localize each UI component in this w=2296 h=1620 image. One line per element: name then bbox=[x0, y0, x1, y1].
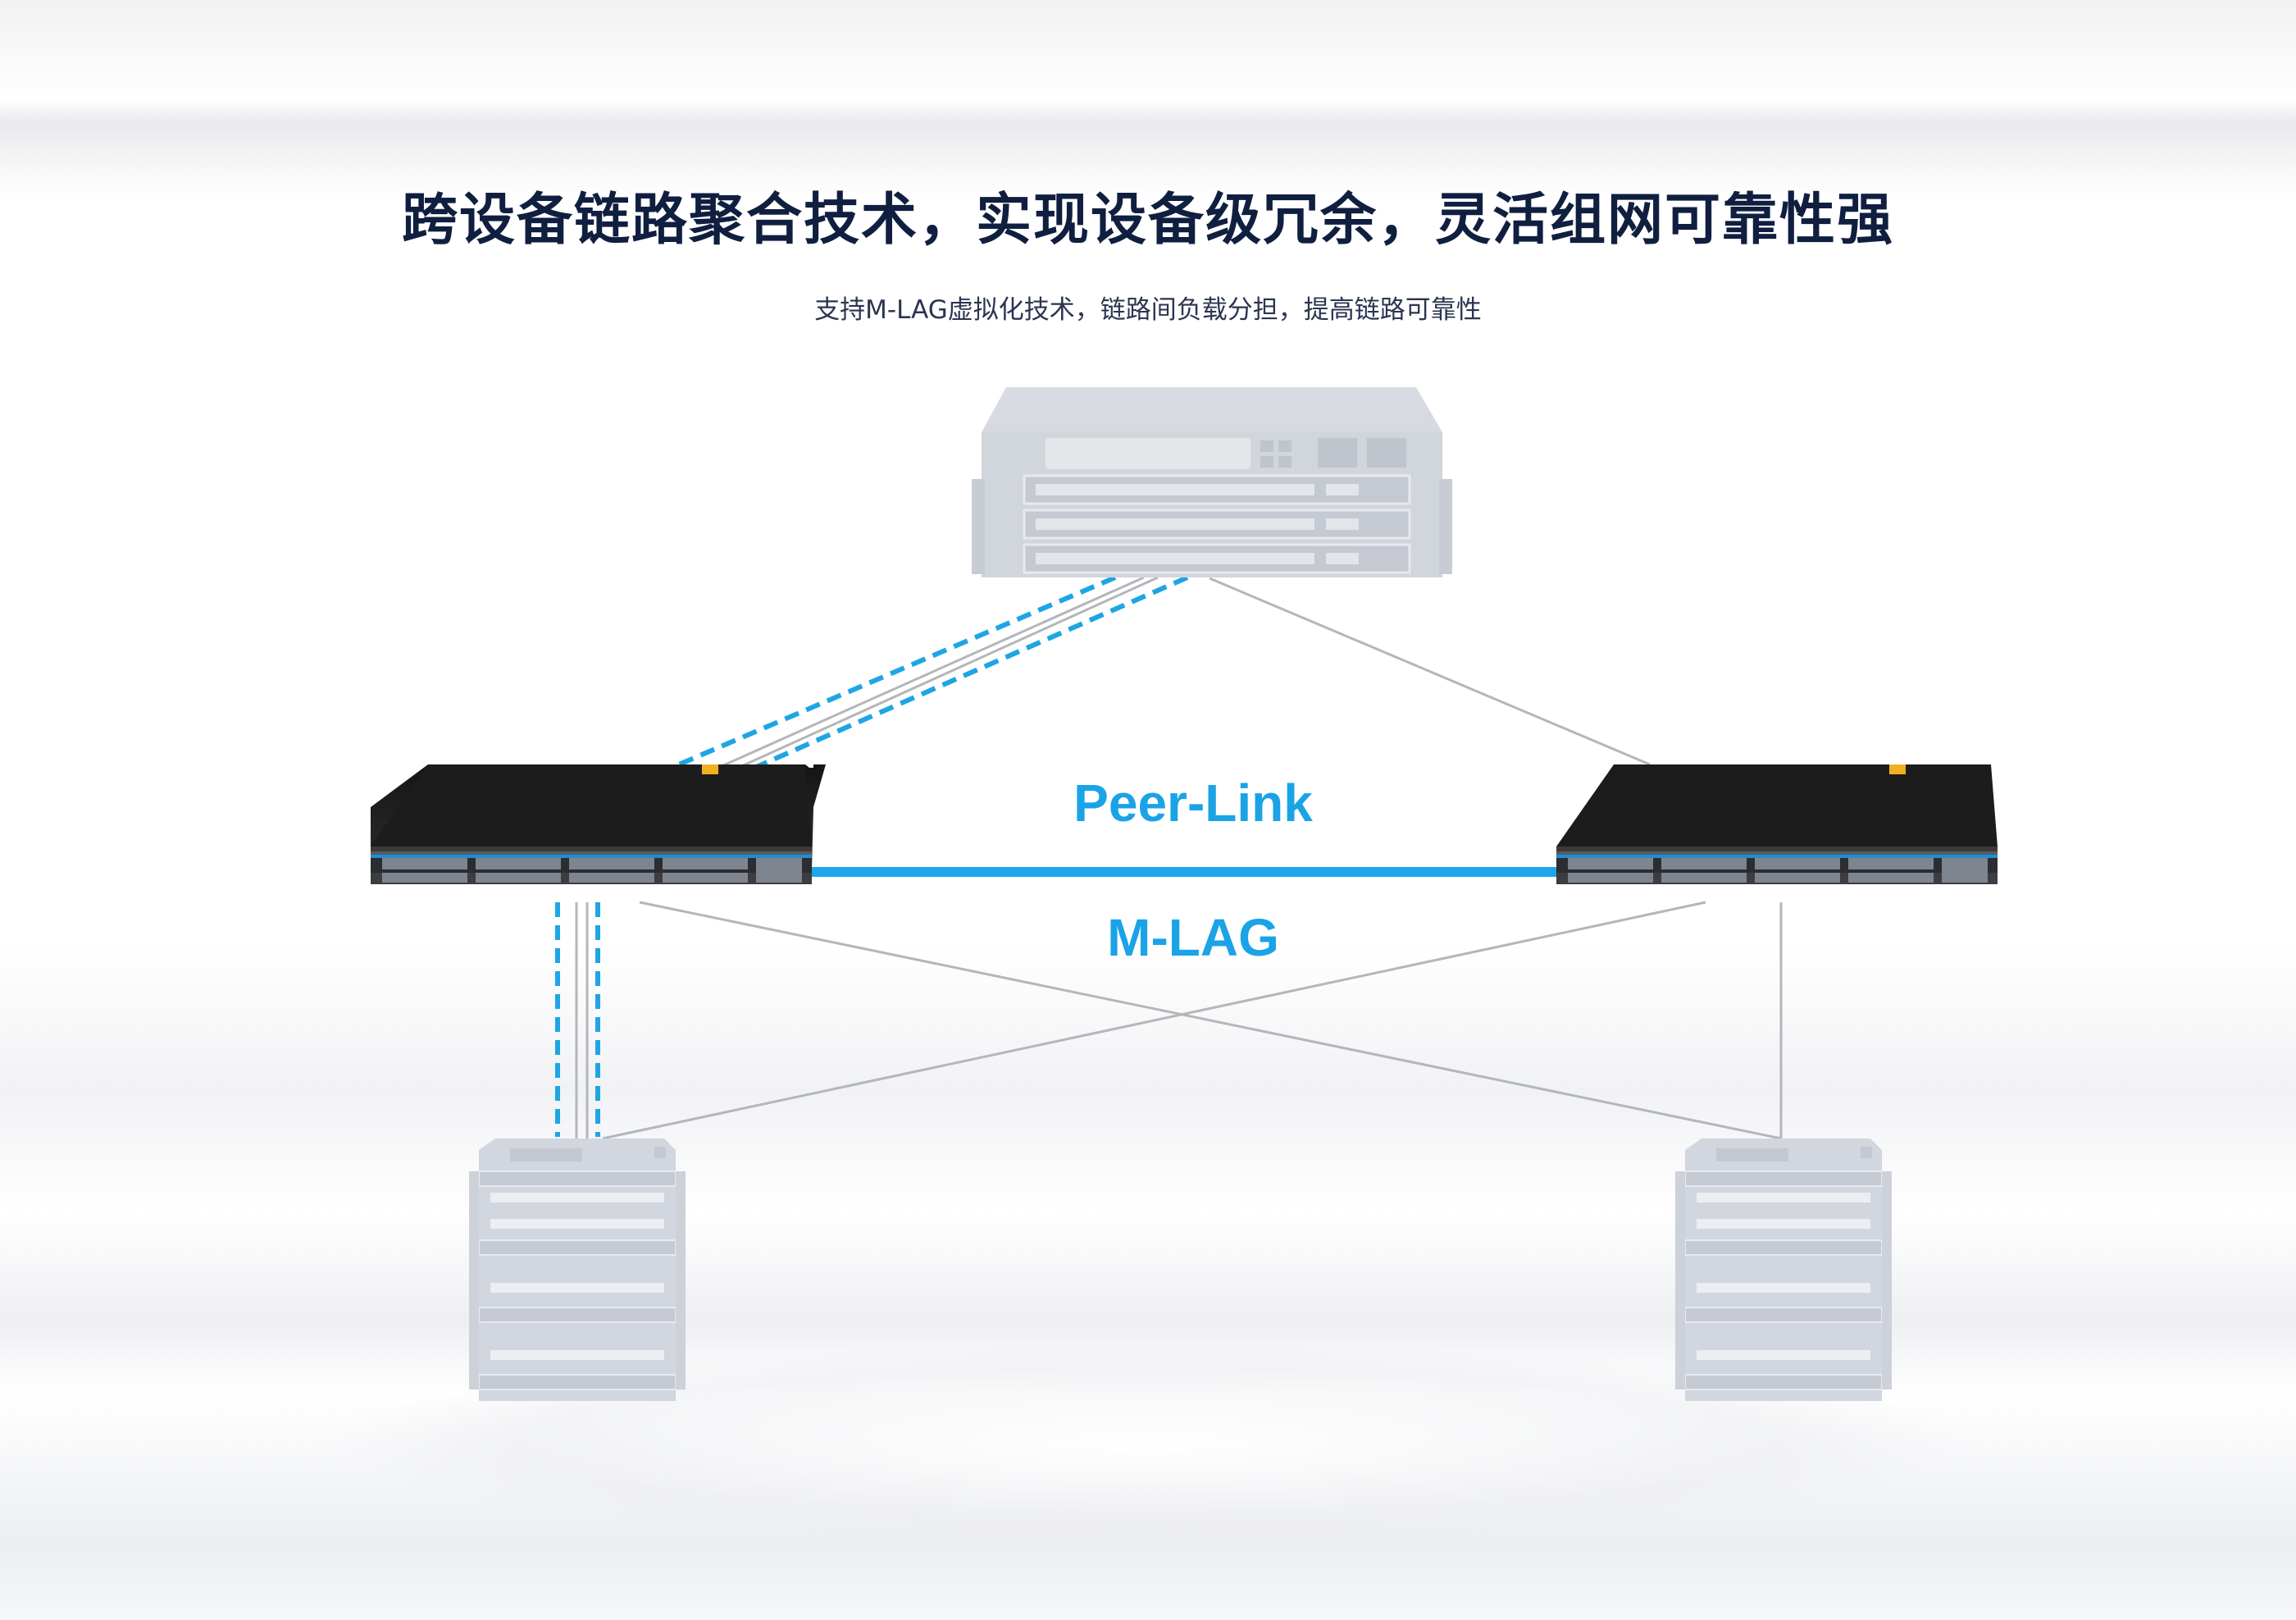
peer-link-label: Peer-Link bbox=[1073, 773, 1313, 833]
link-left-bottomright bbox=[639, 901, 1782, 1140]
page-subtitle: 支持M-LAG虚拟化技术，链路间负载分担，提高链路可靠性 bbox=[814, 295, 1482, 325]
page-title: 跨设备链路聚合技术，实现设备级冗余，灵活组网可靠性强 bbox=[401, 188, 1894, 253]
link-top-right bbox=[1209, 577, 1651, 766]
bottom-right-server-device bbox=[1675, 1139, 1892, 1401]
link-right-bottomleft bbox=[602, 901, 1706, 1140]
left-switch-device bbox=[371, 764, 826, 884]
link-top-left-bundle bbox=[677, 575, 1189, 770]
links-layer bbox=[555, 575, 1783, 1140]
bottom-left-server-device bbox=[469, 1139, 686, 1401]
link-left-bottomleft-bundle bbox=[555, 902, 600, 1139]
right-switch-device bbox=[1556, 764, 1998, 884]
top-switch-device bbox=[972, 387, 1452, 577]
mlag-label: M-LAG bbox=[1107, 908, 1279, 967]
